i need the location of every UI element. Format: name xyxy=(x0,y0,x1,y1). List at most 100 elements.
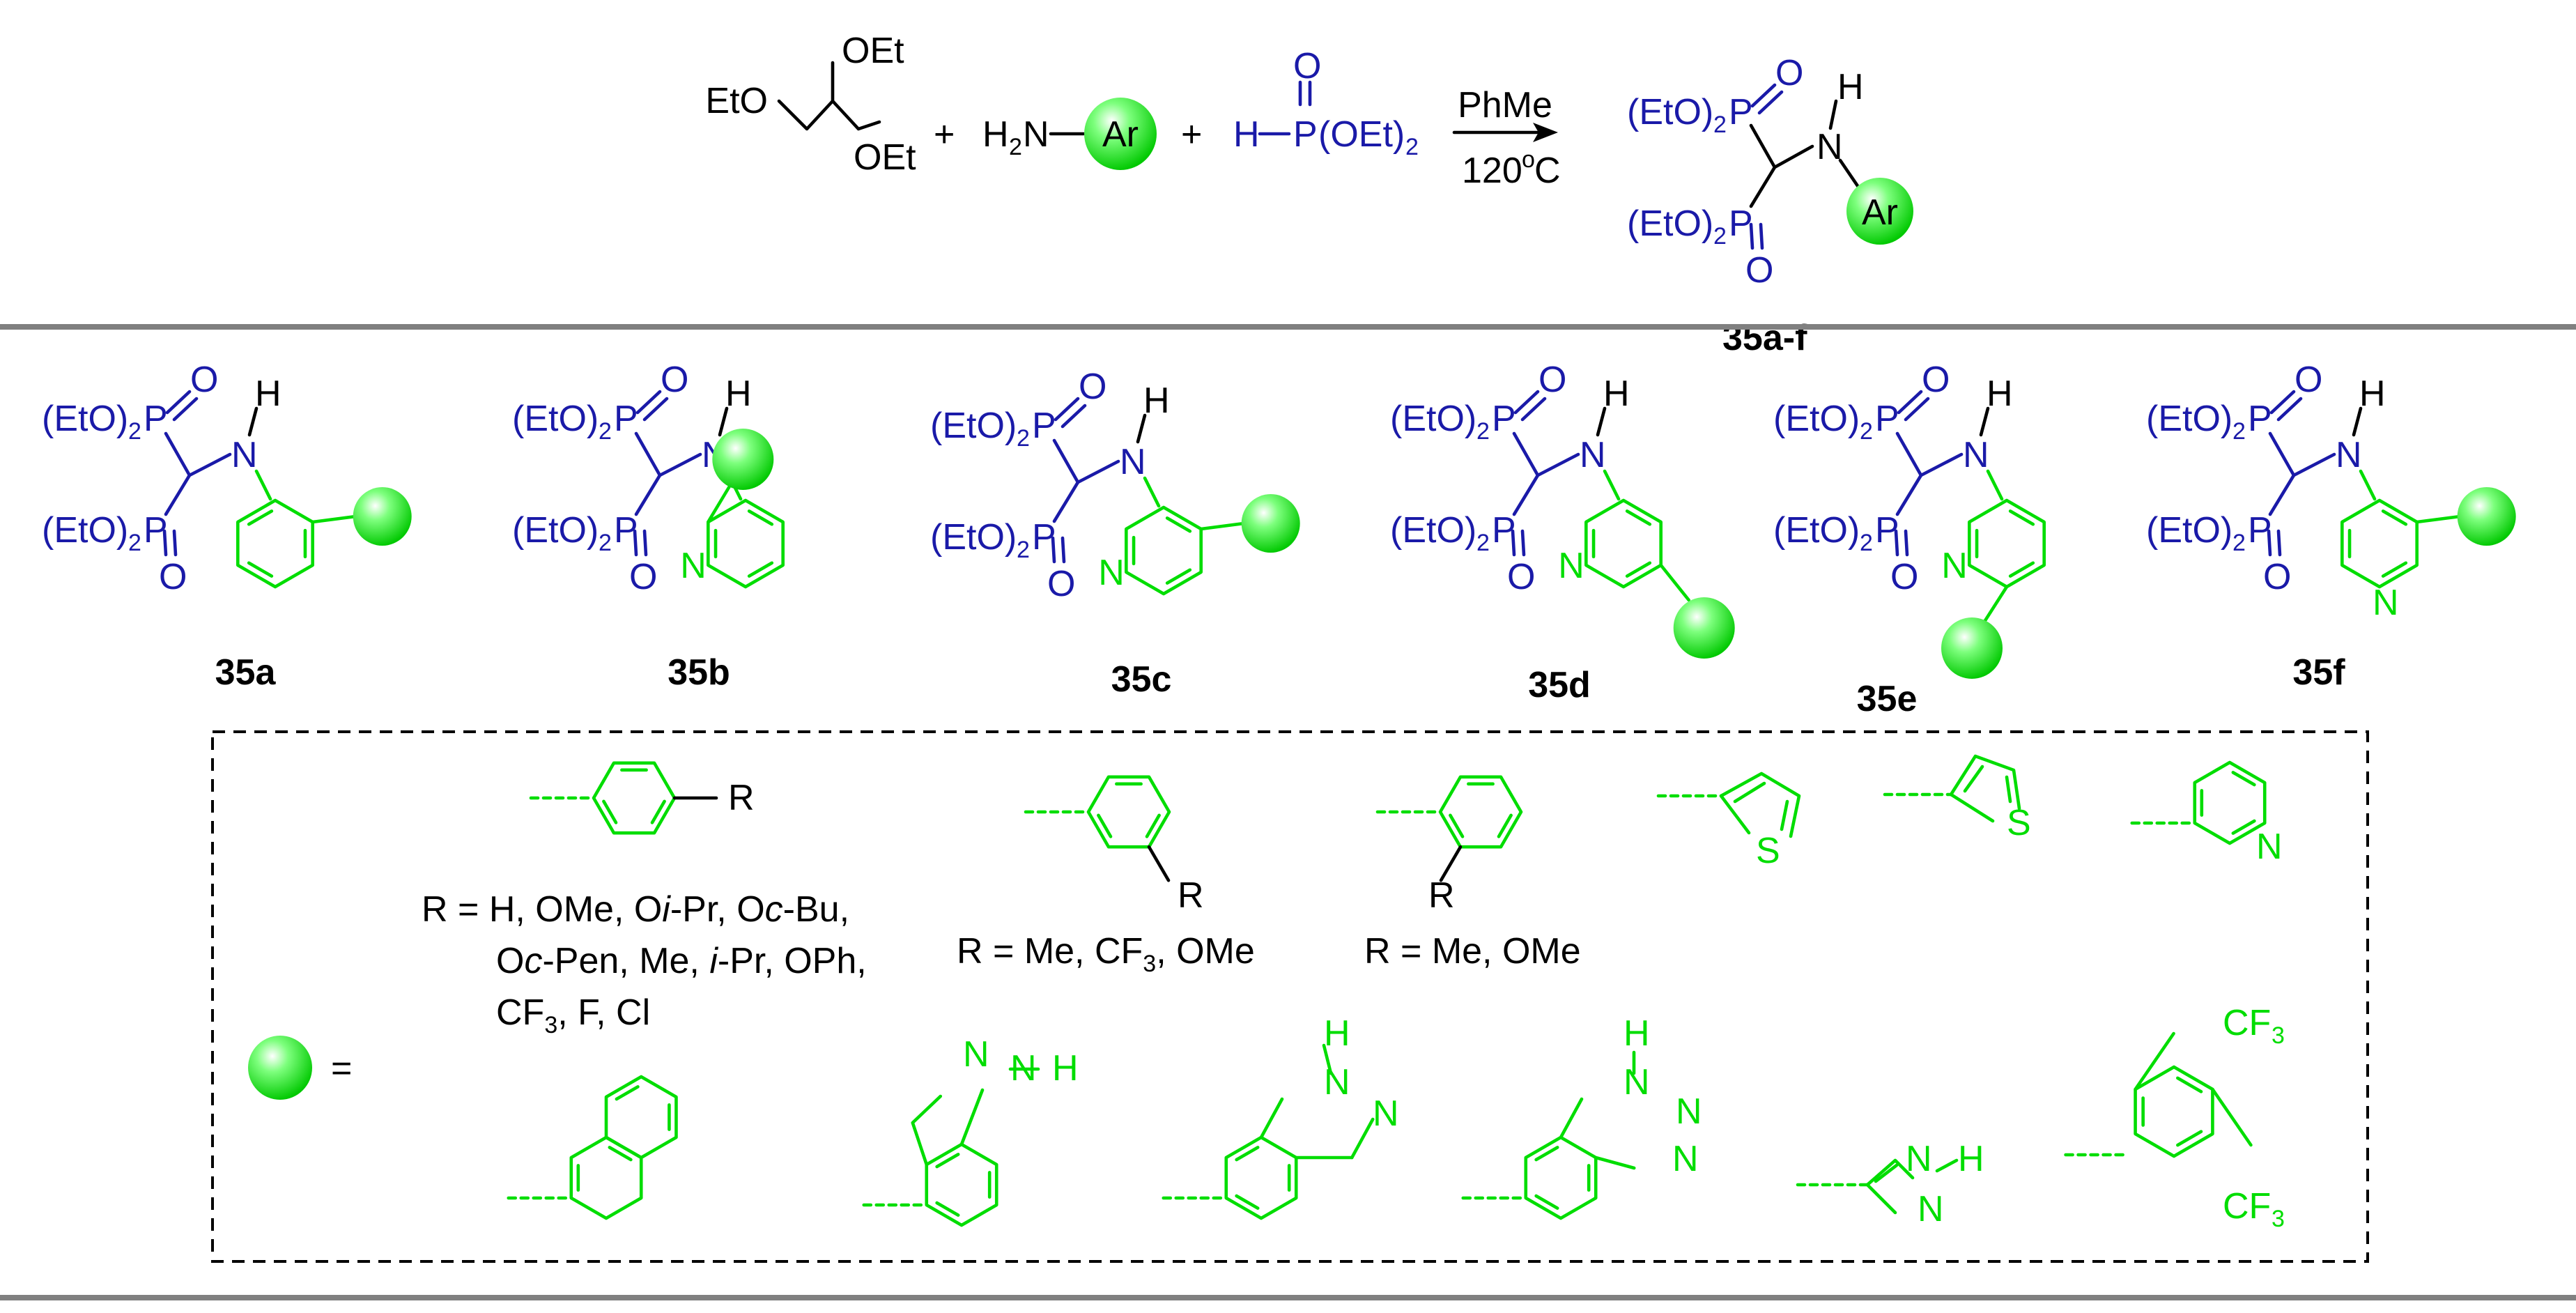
ring-35c xyxy=(1125,505,1203,596)
amine-n: N xyxy=(1023,114,1049,155)
sub-para-phenyl xyxy=(529,761,718,835)
sub-indazol-4-yl xyxy=(862,1067,1040,1227)
ring xyxy=(569,1135,643,1220)
ring-35a xyxy=(236,498,314,589)
ortho-r-definition: R = Me, OMe xyxy=(1364,931,1581,972)
svg-text:(EtO): (EtO) xyxy=(1627,204,1713,244)
equals-sign: = xyxy=(331,1048,352,1089)
svg-text:2: 2 xyxy=(1017,537,1030,563)
svg-text:(EtO): (EtO) xyxy=(1773,399,1860,439)
pz-n2: N xyxy=(1918,1189,1944,1229)
ball-35d xyxy=(1673,597,1735,659)
ortho-r: R xyxy=(1428,875,1455,916)
amine-h: H xyxy=(982,114,1009,155)
svg-text:2: 2 xyxy=(1713,112,1727,138)
svg-text:O: O xyxy=(1775,53,1803,93)
ball-35a xyxy=(353,487,412,546)
ring xyxy=(925,1142,998,1227)
svg-text:2: 2 xyxy=(599,530,612,556)
reaction-arrow: PhMe 120 o C xyxy=(1452,85,1561,191)
thien2-s: S xyxy=(1756,831,1780,871)
svg-text:2: 2 xyxy=(1713,223,1727,249)
svg-text:N: N xyxy=(1963,435,1989,475)
svg-text:N: N xyxy=(1098,553,1125,593)
svg-text:N: N xyxy=(1558,546,1584,586)
sub-pyrazol-4-yl xyxy=(1796,1158,1959,1215)
svg-text:(EtO): (EtO) xyxy=(1390,510,1476,551)
temperature-unit: C xyxy=(1534,151,1561,191)
product-labels: 35a 35b 35c 35d 35e 35f xyxy=(215,652,2346,719)
sub-thiophen-3-yl xyxy=(1883,754,2021,823)
svg-text:P: P xyxy=(1492,399,1516,439)
product-35b: N xyxy=(680,429,785,589)
orthoformate-top: OEt xyxy=(842,31,904,71)
svg-text:(EtO): (EtO) xyxy=(42,399,128,439)
rule-top xyxy=(0,324,2576,330)
rule-bottom xyxy=(0,1295,2576,1300)
sub-meta-phenyl xyxy=(1024,775,1171,882)
svg-text:(EtO): (EtO) xyxy=(1773,510,1860,551)
cf3-bottom: CF xyxy=(2223,1186,2271,1227)
svg-text:O: O xyxy=(190,360,218,400)
temperature-value: 120 xyxy=(1462,151,1522,191)
sub-naphthalen-2-yl xyxy=(507,1075,678,1220)
cf3-top: CF xyxy=(2223,1003,2271,1043)
svg-text:N: N xyxy=(2373,583,2399,623)
svg-text:(EtO): (EtO) xyxy=(930,517,1017,558)
ring xyxy=(604,1075,678,1160)
svg-text:2: 2 xyxy=(599,418,612,445)
svg-text:(EtO): (EtO) xyxy=(1627,92,1713,132)
ring-35e xyxy=(1968,498,2046,589)
svg-text:P: P xyxy=(1729,204,1753,244)
svg-text:N: N xyxy=(2336,435,2362,475)
svg-text:R = H, OMe, Oi-Pr, Oc-Bu,: R = H, OMe, Oi-Pr, Oc-Bu, xyxy=(422,889,849,930)
solvent-label: PhMe xyxy=(1458,85,1552,125)
svg-text:2: 2 xyxy=(128,418,141,445)
svg-text:O: O xyxy=(1922,360,1950,400)
sub-thiophen-2-yl xyxy=(1656,771,1801,838)
sub-bis-cf3-phenyl xyxy=(2064,1031,2253,1158)
ball-35e xyxy=(1941,617,2003,679)
phosphite-h: H xyxy=(1233,114,1260,155)
ind4-n2: N xyxy=(1010,1048,1037,1089)
ring-35b xyxy=(707,498,785,589)
svg-text:P: P xyxy=(1032,406,1056,446)
svg-text:O: O xyxy=(2263,557,2291,597)
phosphite-o: O xyxy=(1293,46,1321,86)
product-35c: N xyxy=(1098,476,1300,596)
svg-text:CF3, F, Cl: CF3, F, Cl xyxy=(496,992,650,1038)
ring xyxy=(2193,760,2267,845)
product-label-35b: 35b xyxy=(668,652,730,693)
product-core: O (EtO) 2 P N H (EtO) 2 P O Ar xyxy=(1627,53,1913,291)
svg-text:(EtO): (EtO) xyxy=(512,399,599,439)
product-label-35d: 35d xyxy=(1528,665,1591,705)
amine-ar: Ar xyxy=(1102,114,1139,155)
ball-35b xyxy=(712,429,774,490)
btz-h: H xyxy=(1624,1013,1650,1054)
svg-text:N: N xyxy=(680,546,707,586)
svg-text:2: 2 xyxy=(1017,425,1030,452)
svg-text:H: H xyxy=(1987,374,2013,414)
svg-text:N: N xyxy=(1120,442,1146,482)
ring xyxy=(1438,775,1523,849)
phosphite-p: P xyxy=(1293,114,1318,155)
svg-text:(EtO): (EtO) xyxy=(42,510,128,551)
svg-text:3: 3 xyxy=(2272,1206,2285,1232)
svg-text:O: O xyxy=(1890,557,1918,597)
svg-text:N: N xyxy=(1580,435,1606,475)
svg-text:O: O xyxy=(1745,250,1773,291)
pyr3-n: N xyxy=(2256,827,2283,867)
svg-text:H: H xyxy=(1603,374,1630,414)
btz-n1: N xyxy=(1624,1062,1650,1103)
svg-text:(EtO): (EtO) xyxy=(2146,510,2232,551)
ring xyxy=(1224,1135,1298,1220)
pz-h: H xyxy=(1958,1139,1984,1179)
svg-text:(EtO): (EtO) xyxy=(2146,399,2232,439)
svg-text:O: O xyxy=(1507,557,1535,597)
svg-text:P: P xyxy=(144,399,168,439)
svg-text:2: 2 xyxy=(2232,418,2246,445)
orthoformate-left: EtO xyxy=(705,81,768,121)
temperature-degree: o xyxy=(1522,146,1535,173)
plus-sign-1: + xyxy=(934,114,955,155)
